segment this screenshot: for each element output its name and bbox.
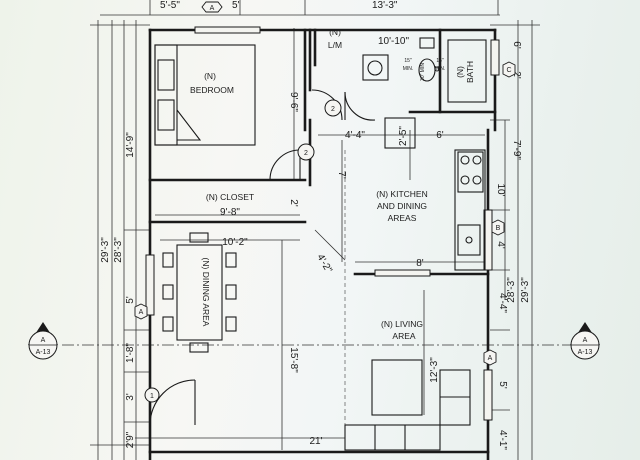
dim-living-width: 8': [416, 258, 424, 269]
min-clearance-left-1: 15": [404, 58, 412, 64]
min-clearance-right-1: 15": [436, 58, 444, 64]
section-right-letter: A: [583, 337, 588, 344]
bath-label-1: (N): [455, 66, 465, 78]
window-tag-b: B: [496, 225, 501, 232]
dim-kitchen-w2: 6': [436, 130, 444, 141]
dim-living-123: 12'-3": [429, 357, 440, 383]
entry-door: [149, 379, 196, 426]
door-tag-2a: 2: [304, 150, 308, 157]
window-tag-a3: A: [488, 355, 493, 362]
door-tag-2b: 2: [331, 106, 335, 113]
living-label-2: AREA: [392, 331, 415, 341]
coffee-table: [371, 359, 423, 416]
dim-right-outer: 29'-3": [520, 277, 531, 303]
bathtub: [447, 39, 487, 103]
dim-top-mid: 5': [232, 0, 240, 11]
min-clearance-right-2: MIN.: [435, 66, 446, 72]
door-tag-1: 1: [150, 393, 154, 400]
dim-counter: 2'-5": [398, 126, 409, 146]
dim-top-right: 13'-3": [372, 0, 398, 11]
window-tag-a1: A: [210, 5, 215, 12]
dim-right-44: 4'-4": [497, 293, 508, 313]
closet-label: (N) CLOSET: [206, 192, 254, 202]
section-right-ref: A-13: [578, 349, 593, 356]
section-marker-left: A A-13: [28, 322, 58, 360]
kitchen-label-1: (N) KITCHEN: [376, 189, 427, 199]
dim-right-10: 10': [495, 183, 506, 196]
dim-right-5: 5': [497, 381, 508, 389]
bedroom-label-1: (N): [204, 71, 216, 81]
dim-dining-width: 10'-2": [222, 237, 248, 248]
stove: [457, 151, 484, 193]
dim-left-bed: 14'-9": [125, 132, 136, 158]
window-tags: [134, 1, 516, 366]
section-left-ref: A-13: [36, 349, 51, 356]
dim-top-left: 5'-5": [160, 0, 180, 11]
furniture: [149, 37, 487, 451]
bedroom-label-2: BEDROOM: [190, 85, 234, 95]
dim-closet-depth: 2': [288, 199, 299, 207]
dim-left-29: 2'9": [125, 431, 136, 448]
bath-label-2: BATH: [465, 61, 475, 83]
dim-left-mid: 28'-3": [113, 237, 124, 263]
dining-label: (N) DINING AREA: [201, 258, 211, 327]
section-left-letter: A: [41, 337, 46, 344]
dim-diagonal: 4'-2": [314, 252, 334, 275]
section-marker-right: A A-13: [570, 322, 600, 360]
min-clearance-left-2: MIN.: [403, 66, 414, 72]
laundry-label-1: (N): [329, 27, 341, 37]
sofa: [344, 424, 441, 451]
window-tag-a2: A: [139, 309, 144, 316]
dim-left-5: 5': [125, 296, 136, 304]
kitchen-label-3: AREAS: [388, 213, 417, 223]
dim-right-79: 7'-9": [511, 140, 522, 160]
kitchen-label-2: AND DINING: [377, 201, 427, 211]
dim-left-3: 3': [125, 393, 136, 401]
living-label-1: (N) LIVING: [381, 319, 423, 329]
window-tag-c: C: [506, 67, 511, 74]
dim-right-41: 4'-1": [497, 430, 508, 450]
dim-closet-width: 9'-8": [220, 207, 240, 218]
dim-bath-width: 10'-10": [378, 36, 409, 47]
washer: [362, 54, 389, 81]
dim-bottom-width: 21': [309, 436, 322, 447]
fixture-notes: 15" MIN. 30" MIN 15" MIN.: [403, 58, 446, 81]
door-tags: [144, 99, 342, 403]
min-clearance-mid: 30" MIN: [420, 63, 426, 81]
dim-left-outer: 29'-3": [100, 237, 111, 263]
dim-right-4: 4': [495, 241, 506, 249]
dimension-labels: 5'-5" 5' 13'-3" 10'-10" 9'-8" 10'-2" 4'-…: [100, 0, 531, 450]
dim-right-top-6: 6': [511, 41, 522, 49]
room-labels: (N) BEDROOM (N) CLOSET (N) KITCHEN AND D…: [190, 27, 475, 341]
dim-right-mid: 28'-3": [506, 277, 517, 303]
windows: [145, 26, 500, 421]
dim-kitchen-w1: 4'-4": [345, 130, 365, 141]
dim-kitchen-h: 7': [336, 171, 347, 179]
dim-living-158: 15'-8": [288, 347, 299, 373]
laundry-label-2: L/M: [328, 40, 342, 50]
dim-bed-height: 9'-6": [288, 92, 299, 112]
sink: [457, 224, 481, 256]
dim-left-18: 1'-8": [125, 343, 136, 363]
dining-table: [176, 244, 223, 341]
dim-right-top-2: 2': [511, 71, 522, 79]
